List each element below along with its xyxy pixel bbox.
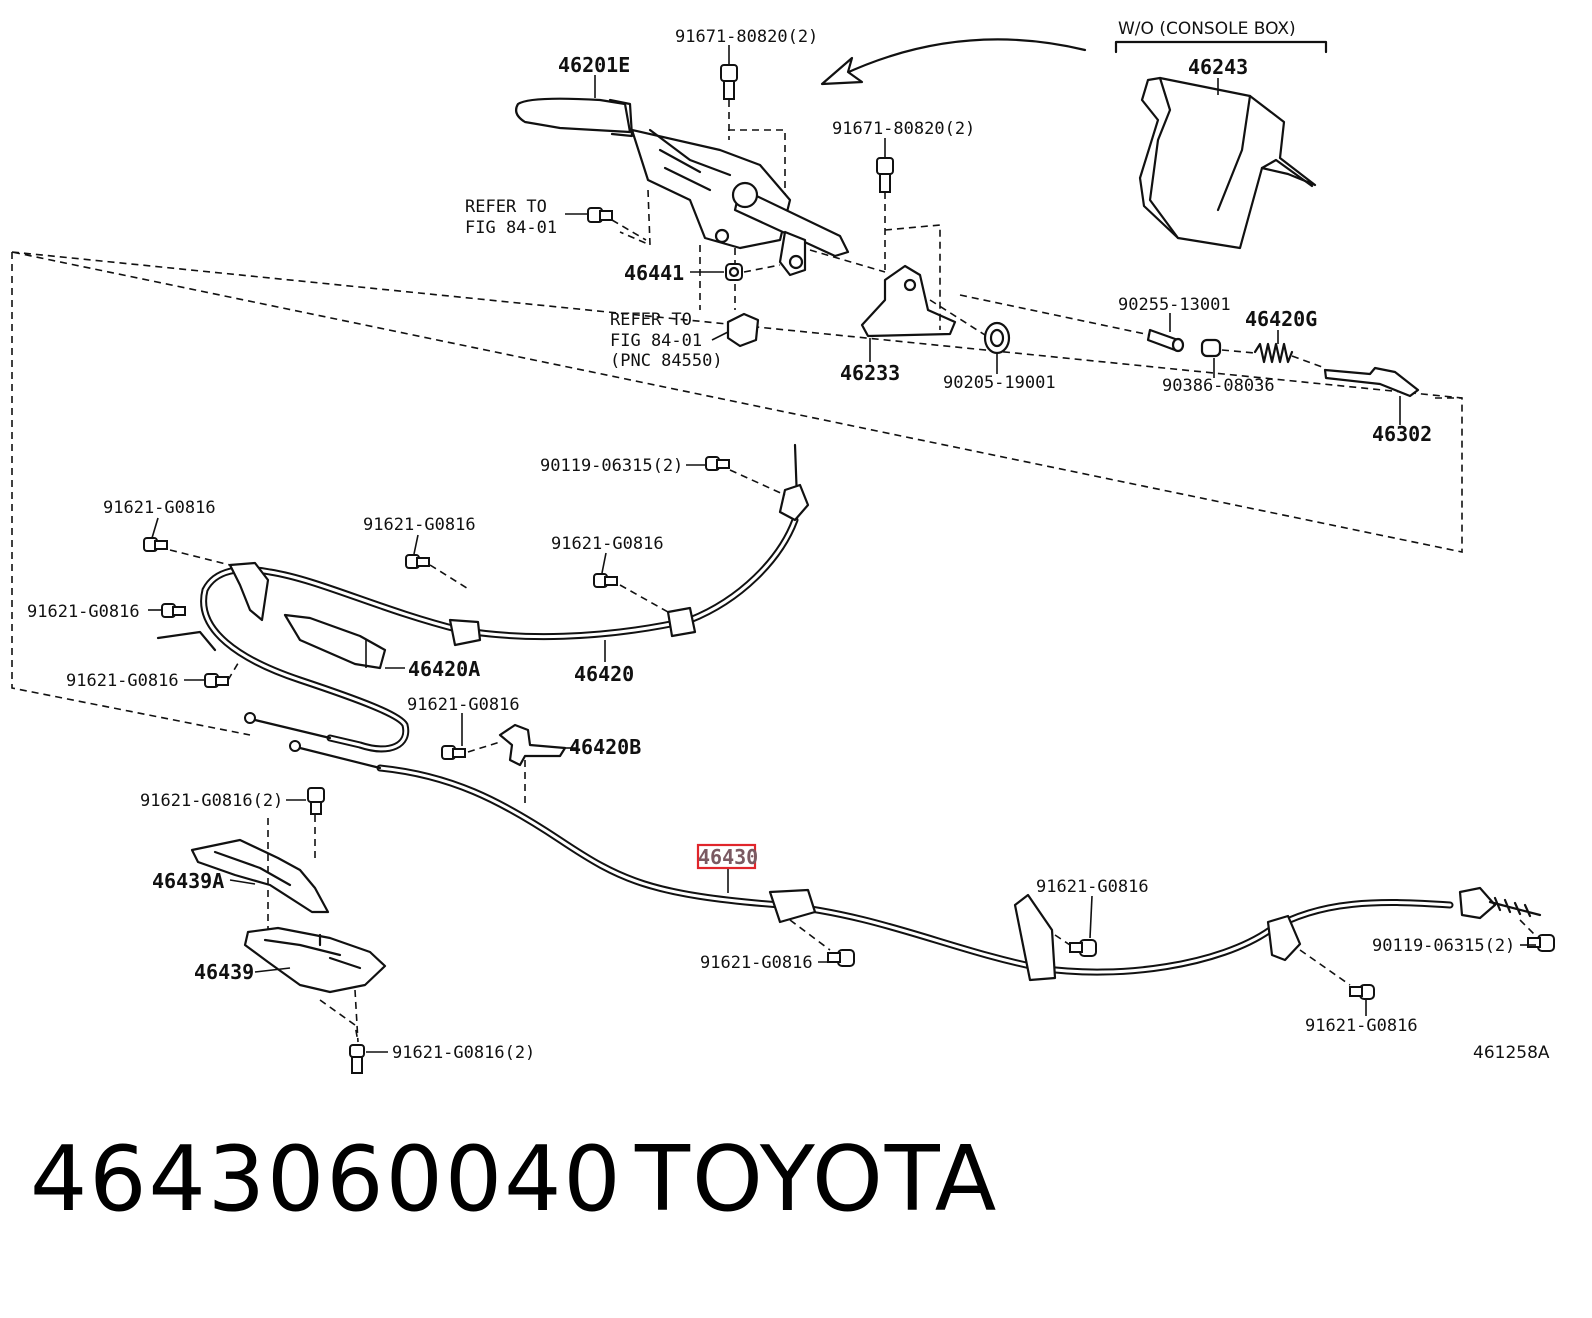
label-91621-6: 91621-G0816 — [407, 695, 520, 715]
label-pnc-84550: (PNC 84550) — [610, 351, 723, 371]
label-91621-11: 91621-G0816(2) — [392, 1043, 535, 1063]
label-91621-1: 91621-G0816 — [103, 498, 216, 518]
label-91621-2: 91621-G0816 — [363, 515, 476, 535]
assembly-outline — [11, 251, 1463, 736]
label-fig-84-01-2: FIG 84-01 — [610, 331, 702, 351]
bracket-46420B — [498, 723, 567, 767]
footer-part-number: 4643060040 — [30, 1127, 623, 1232]
bolt-91621-rear-1 — [827, 949, 855, 967]
connector-84550 — [726, 312, 760, 348]
diagram-reference-number: 461258A — [1473, 1043, 1550, 1063]
label-91621-7: 91621-G0816(2) — [140, 791, 283, 811]
front-cable-46420 — [156, 443, 810, 753]
label-46420: 46420 — [574, 662, 634, 686]
bolt-91621-rear-2 — [1069, 939, 1097, 957]
label-refer-to-1: REFER TO — [465, 197, 547, 217]
highlight-box-46430 — [696, 843, 757, 870]
label-refer-to-2: REFER TO — [610, 310, 692, 330]
label-46441: 46441 — [624, 261, 684, 285]
bolt-91621-left-2 — [161, 603, 186, 618]
label-46243: 46243 — [1188, 55, 1248, 79]
label-46420A: 46420A — [408, 657, 480, 681]
bolt-90119-top — [705, 456, 730, 471]
bracket-46233 — [860, 264, 957, 338]
label-46439: 46439 — [194, 960, 254, 984]
footer-brand: TOYOTA — [635, 1127, 999, 1232]
label-90119-b: 90119-06315(2) — [1372, 936, 1515, 956]
label-46420G: 46420G — [1245, 307, 1317, 331]
equalizer-46302 — [1323, 366, 1420, 398]
label-91671-b: 91671-80820(2) — [832, 119, 975, 139]
bolt-refer-1 — [587, 207, 613, 223]
washer-90205 — [983, 321, 1011, 355]
label-wo-console-box: W/O (CONSOLE BOX) — [1118, 19, 1296, 39]
label-fig-84-01-1: FIG 84-01 — [465, 218, 557, 238]
brake-lever-46201E — [515, 97, 850, 277]
spring-46420G — [1253, 342, 1294, 364]
label-91621-4: 91621-G0816 — [27, 602, 140, 622]
nut-46441 — [725, 263, 743, 281]
bolt-91621-rear-3 — [1349, 984, 1375, 1000]
label-90119-a: 90119-06315(2) — [540, 456, 683, 476]
label-91671-a: 91671-80820(2) — [675, 27, 818, 47]
bolt-91621-left-3 — [204, 673, 229, 688]
direction-arrow-head — [820, 56, 864, 86]
label-46201E: 46201E — [558, 53, 630, 77]
label-46420B: 46420B — [569, 735, 641, 759]
insulator-46439A — [190, 838, 330, 914]
label-46439A: 46439A — [152, 869, 224, 893]
label-46302: 46302 — [1372, 422, 1432, 446]
bushing-90386 — [1200, 338, 1222, 358]
label-90386: 90386-08036 — [1162, 376, 1275, 396]
bolt-91621-mid-2 — [593, 573, 618, 588]
console-bracket — [1114, 40, 1328, 54]
bolt-91621-46420B — [441, 745, 466, 760]
insulator-46439 — [243, 926, 387, 994]
label-91621-3: 91621-G0816 — [551, 534, 664, 554]
label-91621-9: 91621-G0816 — [1036, 877, 1149, 897]
label-46430-highlighted: 46430 — [698, 845, 758, 869]
label-46233: 46233 — [840, 361, 900, 385]
label-91621-5: 91621-G0816 — [66, 671, 179, 691]
bolt-91671-left — [720, 64, 738, 100]
bolt-90119-rear — [1527, 934, 1555, 952]
direction-arrow — [840, 38, 1087, 77]
bolt-91621-top-left — [143, 537, 168, 552]
bolt-91671-right — [876, 157, 894, 193]
label-90205: 90205-19001 — [943, 373, 1056, 393]
label-90255: 90255-13001 — [1118, 295, 1231, 315]
console-cover-46243 — [1138, 76, 1317, 250]
pin-90255 — [1146, 328, 1185, 353]
bolt-91621-mid-1 — [405, 554, 430, 569]
bolt-91621-insulator-top — [307, 787, 325, 815]
label-91621-10: 91621-G0816 — [1305, 1016, 1418, 1036]
rear-cable-46430 — [289, 740, 1542, 982]
bolt-91621-insulator-bottom — [349, 1044, 365, 1074]
label-91621-8: 91621-G0816 — [700, 953, 813, 973]
